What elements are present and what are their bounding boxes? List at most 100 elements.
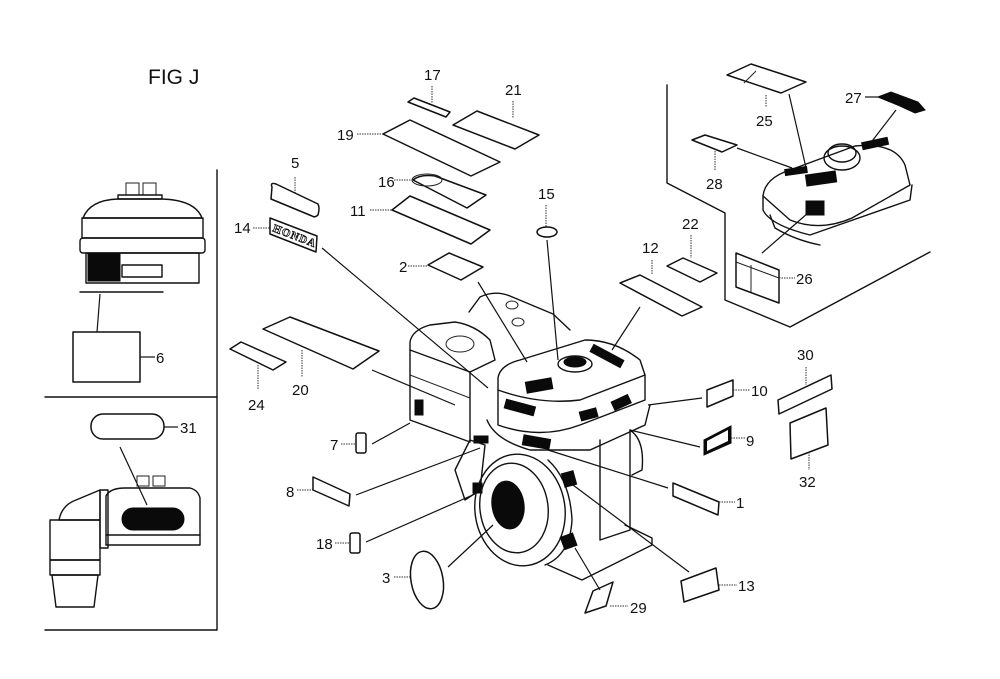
recoil-starter-outer [474,453,566,567]
part-7-label [355,432,367,454]
callout-21: 21 [505,82,522,99]
callout-12: 12 [642,240,659,257]
part-9-label-inner [707,430,728,451]
part-17-label [407,97,451,118]
fuel-tank-side [762,184,913,236]
callout-8: 8 [286,484,294,501]
air-cleaner-knob-left [125,182,140,196]
label-10-location [610,393,632,411]
main-tank-top [497,339,646,402]
callout-24: 24 [248,397,265,414]
right-label-parts: 10 9 1 13 29 30 32 [547,347,833,617]
leader-14 [321,247,489,389]
air-cleaner-base [85,252,200,284]
main-tank-cap-base [557,355,593,373]
crankcase-post [599,429,631,541]
starter-top [58,489,101,521]
main-tank-cap [563,356,587,368]
part-27-label [876,91,926,114]
callout-28: 28 [706,176,723,193]
engine-knob-left [136,475,150,487]
part-1-label [672,482,720,516]
label-31-location [121,507,185,531]
callout-32: 32 [799,474,816,491]
inset-air-cleaner: 6 [72,182,206,383]
label-9-location [578,407,599,422]
engine-knob-right [152,475,166,487]
part-30-label [777,374,833,415]
label-13-location [560,470,578,488]
part-5-label [270,182,320,218]
leader-7 [371,422,411,445]
leader-1 [547,449,669,489]
recoil-starter-inner [479,462,549,554]
part-16-label [412,174,487,209]
fuel-cap [827,143,857,163]
part-32-label [789,407,829,460]
part-22-label [666,257,718,283]
left-box-cap [445,335,475,353]
fuel-tank-top [762,144,911,227]
leader-29 [574,547,601,591]
starter-cup [51,574,99,608]
leader-9 [629,429,701,448]
starter-body [49,519,101,561]
callout-29: 29 [630,600,647,617]
part-2-label [427,252,484,281]
callout-17: 17 [424,67,441,84]
part-24-label [229,341,287,371]
callout-14: 14 [234,220,251,237]
shroud-hole-2 [511,317,525,327]
leader-28 [736,147,793,169]
tank-label-27-location [861,136,890,151]
left-box-top [409,321,496,373]
air-cleaner-body [81,217,204,239]
callout-16: 16 [378,174,395,191]
left-box-line [409,374,471,399]
leader-31 [119,446,148,506]
callout-1: 1 [736,495,744,512]
air-cleaner-top [82,198,203,219]
part-25-label [726,63,807,94]
crankcase-curve [629,429,644,476]
leader-25 [788,93,808,173]
label-29-location [559,532,578,551]
shroud-hole-1 [505,300,519,310]
leader-26 [761,212,809,254]
callout-3: 3 [382,570,390,587]
fuel-cap-base [823,145,861,171]
engine-rear-shroud [468,292,571,331]
leader-3 [447,524,494,568]
leader-20 [371,369,456,406]
part-31-label [90,413,165,440]
callout-11: 11 [350,203,366,220]
left-box-front [409,349,471,443]
part-15-label [536,226,558,238]
part-18-label [349,532,361,554]
part-29-label [584,581,614,614]
inset-engine-side: 31 [49,413,201,608]
callout-25: 25 [756,113,773,130]
part-14-emblem [269,217,318,253]
engine-body [105,487,201,546]
callout-26: 26 [796,271,813,288]
tank-label-26-location [805,200,825,216]
starter-ring [49,559,101,576]
tank-label-25-location [804,170,838,187]
callout-27: 27 [845,90,862,107]
callout-9: 9 [746,433,754,450]
tank-inset-frame [666,84,931,328]
part-26-label [735,252,780,304]
part-25-divider [743,70,757,84]
part-11-label [391,195,491,245]
leader-10 [647,397,703,406]
leader-6 [96,293,101,333]
starter-housing-edge [544,459,573,566]
callout-10: 10 [751,383,768,400]
callout-22: 22 [682,216,699,233]
leader-8 [355,447,481,496]
leader-12 [611,306,641,351]
part-13-label [680,567,720,603]
label-1-location [521,434,552,450]
